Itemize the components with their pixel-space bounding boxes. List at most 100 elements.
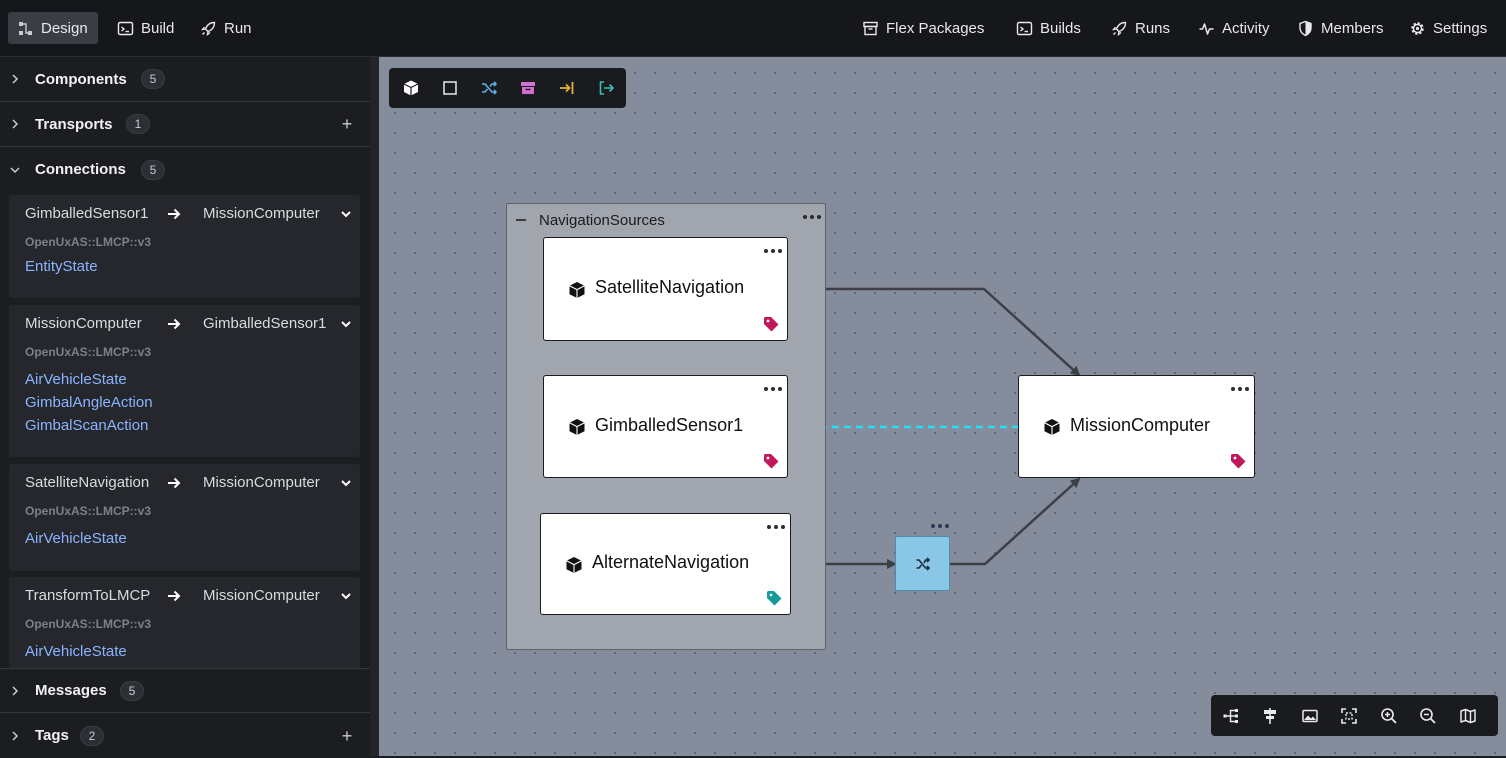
- section-title: Connections: [35, 161, 126, 178]
- map-icon: [1460, 708, 1476, 723]
- add-transport-button[interactable]: +: [341, 114, 353, 134]
- count-badge: 1: [126, 114, 150, 134]
- tab-label: Run: [224, 19, 252, 37]
- fit-view-icon: [1341, 707, 1358, 724]
- node-satellite-navigation[interactable]: SatelliteNavigation: [543, 237, 788, 341]
- node-label: AlternateNavigation: [592, 552, 750, 572]
- connection-card[interactable]: TransformToLMCP MissionComputer OpenUxAS…: [9, 577, 360, 668]
- message-link[interactable]: GimbalScanAction: [25, 417, 149, 434]
- connection-source: SatelliteNavigation: [25, 474, 150, 491]
- rocket-icon: [200, 20, 217, 37]
- edge-transform-to-mission: [950, 477, 1081, 566]
- nav-builds[interactable]: Builds: [1016, 12, 1081, 44]
- shield-icon: [1297, 20, 1314, 37]
- more-options-icon[interactable]: [767, 525, 785, 529]
- collapse-group-button[interactable]: [516, 219, 526, 221]
- add-package-button[interactable]: [508, 68, 547, 108]
- minimap-button[interactable]: [1448, 695, 1488, 736]
- export-icon: [599, 81, 614, 95]
- tag-icon[interactable]: [766, 590, 782, 606]
- tag-icon[interactable]: [1230, 453, 1246, 469]
- node-label: MissionComputer: [1070, 415, 1211, 435]
- connection-card[interactable]: GimballedSensor1 MissionComputer OpenUxA…: [9, 195, 360, 298]
- zoom-out-button[interactable]: [1409, 695, 1449, 736]
- add-tag-button[interactable]: +: [341, 725, 353, 746]
- group-title: NavigationSources: [539, 212, 665, 229]
- package-icon: [862, 20, 879, 37]
- chevron-down-icon[interactable]: [340, 477, 352, 489]
- tag-icon[interactable]: [763, 316, 779, 332]
- more-options-icon[interactable]: [764, 387, 782, 391]
- nav-label: Settings: [1433, 19, 1488, 37]
- terminal-icon: [1016, 20, 1033, 37]
- section-messages[interactable]: Messages 5: [0, 668, 370, 713]
- tab-label: Build: [141, 19, 175, 37]
- design-canvas[interactable]: NavigationSources SatelliteNavigation Gi…: [379, 57, 1506, 756]
- tag-icon[interactable]: [763, 453, 779, 469]
- auto-layout-button[interactable]: [1211, 695, 1251, 736]
- tab-run[interactable]: Run: [191, 12, 261, 44]
- message-link[interactable]: AirVehicleState: [25, 643, 127, 660]
- sidebar-resize-handle[interactable]: [370, 57, 379, 756]
- terminal-icon: [117, 20, 134, 37]
- nav-members[interactable]: Members: [1297, 12, 1384, 44]
- edge-satellite-to-mission: [788, 287, 1081, 377]
- align-button[interactable]: [1251, 695, 1291, 736]
- more-options-icon[interactable]: [1231, 387, 1249, 391]
- fit-view-button[interactable]: [1330, 695, 1370, 736]
- section-tags[interactable]: Tags 2 +: [0, 713, 370, 758]
- section-components[interactable]: Components 5: [0, 57, 370, 102]
- tab-design[interactable]: Design: [8, 12, 98, 44]
- add-import-button[interactable]: [547, 68, 586, 108]
- nav-runs[interactable]: Runs: [1111, 12, 1170, 44]
- message-link[interactable]: AirVehicleState: [25, 530, 127, 547]
- component-icon: [1044, 419, 1060, 435]
- nav-settings[interactable]: Settings: [1409, 12, 1487, 44]
- add-group-button[interactable]: [430, 68, 469, 108]
- canvas-toolbar: [389, 68, 626, 108]
- chevron-down-icon[interactable]: [340, 318, 352, 330]
- activity-icon: [1198, 20, 1215, 37]
- node-transform[interactable]: [895, 536, 950, 591]
- connection-card[interactable]: MissionComputer GimballedSensor1 OpenUxA…: [9, 305, 360, 457]
- zoom-in-icon: [1380, 707, 1397, 724]
- connection-protocol: OpenUxAS::LMCP::v3: [25, 504, 152, 518]
- section-title: Transports: [35, 115, 113, 133]
- chevron-down-icon[interactable]: [340, 208, 352, 220]
- connection-card[interactable]: SatelliteNavigation MissionComputer Open…: [9, 464, 360, 571]
- design-icon: [17, 20, 34, 37]
- connection-protocol: OpenUxAS::LMCP::v3: [25, 345, 152, 359]
- nav-activity[interactable]: Activity: [1198, 12, 1270, 44]
- chevron-right-icon: [12, 685, 19, 696]
- message-link[interactable]: EntityState: [25, 258, 98, 275]
- package-icon: [520, 82, 535, 94]
- nav-label: Builds: [1040, 19, 1081, 37]
- node-alternate-navigation[interactable]: AlternateNavigation: [540, 513, 791, 615]
- add-component-button[interactable]: [391, 68, 430, 108]
- nav-label: Flex Packages: [886, 19, 985, 37]
- import-icon: [559, 82, 573, 94]
- transform-icon: [916, 556, 930, 571]
- image-icon: [1302, 709, 1318, 722]
- component-icon: [566, 557, 582, 573]
- section-transports[interactable]: Transports 1 +: [0, 102, 370, 147]
- nav-flex-packages[interactable]: Flex Packages: [862, 12, 984, 44]
- node-mission-computer[interactable]: MissionComputer: [1018, 375, 1255, 478]
- export-image-button[interactable]: [1290, 695, 1330, 736]
- chevron-down-icon[interactable]: [340, 590, 352, 602]
- node-gimballed-sensor[interactable]: GimballedSensor1: [543, 375, 788, 478]
- add-export-button[interactable]: [586, 68, 625, 108]
- count-badge: 5: [120, 680, 144, 701]
- add-transform-button[interactable]: [469, 68, 508, 108]
- node-label: GimballedSensor1: [595, 415, 744, 435]
- more-options-icon[interactable]: [764, 249, 782, 253]
- message-link[interactable]: AirVehicleState: [25, 371, 127, 388]
- more-options-icon[interactable]: [931, 524, 949, 528]
- tab-build[interactable]: Build: [108, 12, 183, 44]
- message-link[interactable]: GimbalAngleAction: [25, 394, 153, 411]
- node-label: SatelliteNavigation: [595, 277, 745, 297]
- section-connections[interactable]: Connections 5: [0, 147, 370, 192]
- zoom-in-button[interactable]: [1369, 695, 1409, 736]
- more-options-icon[interactable]: [803, 215, 821, 219]
- count-badge: 5: [141, 69, 165, 89]
